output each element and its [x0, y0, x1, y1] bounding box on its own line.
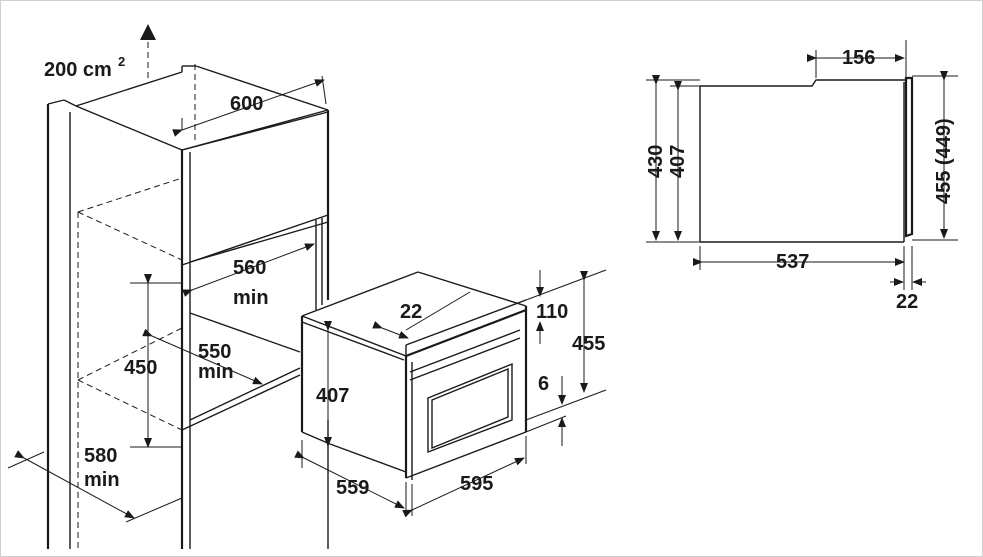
opening-depth-label: 550: [198, 341, 231, 363]
total-height-label: 455: [572, 333, 605, 355]
front-width-label: 595: [460, 473, 493, 495]
cabinet-depth-label: 580: [84, 445, 117, 467]
oven-side-view: [646, 40, 958, 290]
body-depth-label: 559: [336, 477, 369, 499]
height-outer-label: 430: [645, 145, 667, 178]
oven-3d-drawing: [294, 269, 607, 518]
body-height-label: 407: [316, 385, 349, 407]
bottom-gap-label: 6: [538, 373, 549, 395]
opening-width-min-label: min: [233, 287, 269, 309]
cabinet-depth-min-label: min: [84, 469, 120, 491]
top-step-label: 156: [842, 47, 875, 69]
ventilation-label: 200 cm: [44, 59, 112, 81]
opening-width-label: 560: [233, 257, 266, 279]
opening-height-label: 450: [124, 357, 157, 379]
ventilation-exponent: 2: [118, 54, 125, 69]
depth-top-label: 600: [230, 93, 263, 115]
height-front-label: 455 (449): [933, 118, 955, 204]
cabinet-drawing: [7, 24, 330, 549]
panel-offset-label: 22: [400, 301, 422, 323]
opening-depth-min-label: min: [198, 361, 234, 383]
top-gap-label: 110: [536, 301, 568, 323]
height-inner-label: 407: [667, 145, 689, 178]
front-thickness-label: 22: [896, 291, 918, 313]
side-depth-label: 537: [776, 251, 809, 273]
